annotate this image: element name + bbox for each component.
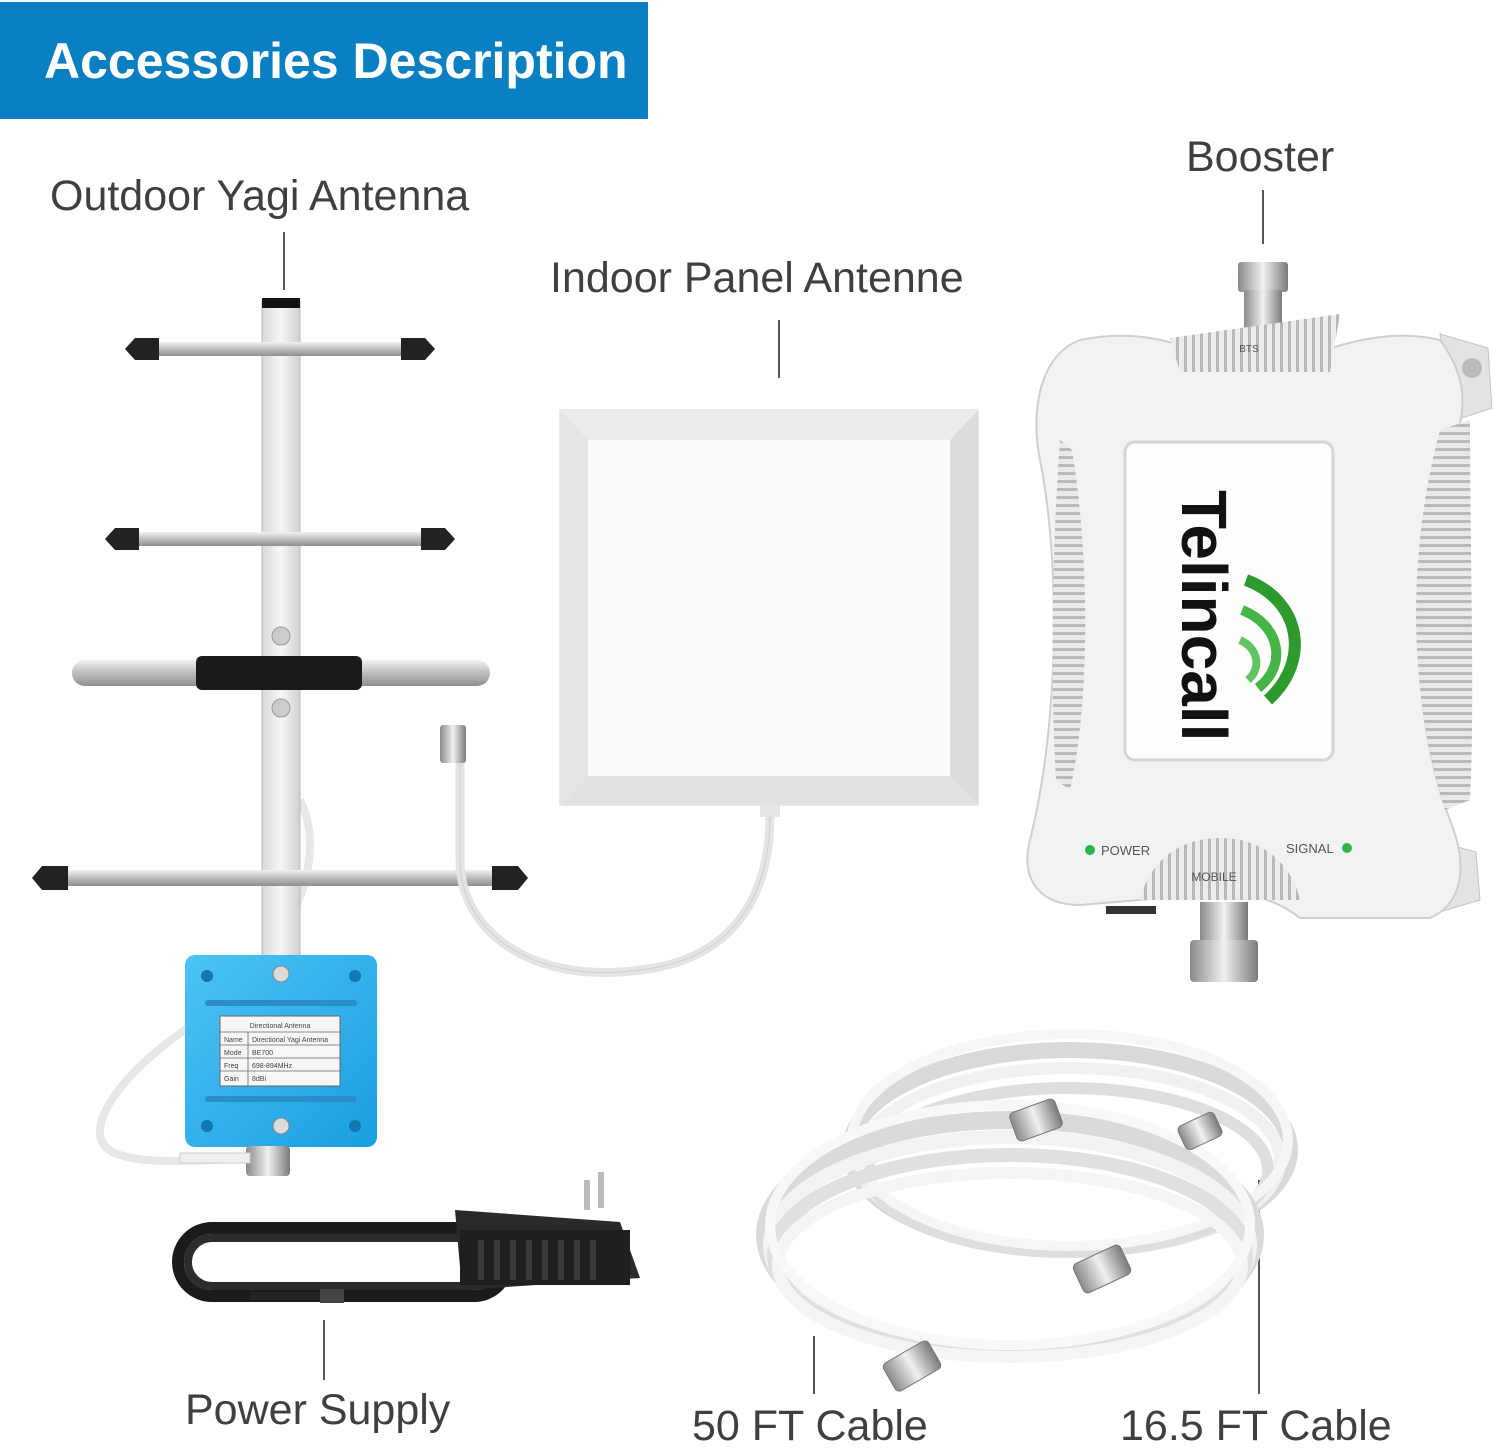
- led-power-label: POWER: [1101, 843, 1150, 858]
- power-adapter-icon: [172, 1172, 640, 1303]
- plate-row-2-value: 698-894MHz: [252, 1063, 293, 1070]
- label-indoor-antenna: Indoor Panel Antenne: [550, 254, 964, 302]
- led-signal-label: SIGNAL: [1286, 841, 1334, 856]
- panel-antenna-icon: [440, 409, 979, 977]
- label-booster: Booster: [1186, 133, 1335, 181]
- label-cable-16: 16.5 FT Cable: [1120, 1402, 1392, 1450]
- header-banner: Accessories Description: [0, 2, 648, 119]
- plate-row-3-value: 8dBi: [252, 1076, 266, 1083]
- plate-row-0-key: Name: [224, 1037, 243, 1044]
- booster-brand-text: Telincall: [1168, 490, 1240, 741]
- plate-row-1-key: Mode: [224, 1050, 242, 1057]
- leader-cable-50: [813, 1336, 815, 1394]
- plate-row-3-key: Gain: [224, 1076, 239, 1083]
- leader-power-supply: [323, 1320, 325, 1380]
- leader-cable-16: [1258, 1180, 1260, 1394]
- leader-booster: [1262, 190, 1264, 244]
- label-power-supply: Power Supply: [185, 1386, 451, 1434]
- leader-outdoor-antenna: [283, 232, 285, 290]
- yagi-antenna-icon: Directional Antenna Name Directional Yag…: [32, 298, 528, 1176]
- label-cable-50: 50 FT Cable: [692, 1402, 928, 1450]
- booster-icon: BTS MOBILE Telincall POWER SIGNAL: [1026, 262, 1493, 982]
- plate-heading: Directional Antenna: [250, 1023, 311, 1030]
- plate-row-1-value: BE700: [252, 1050, 273, 1057]
- port-label-bottom: MOBILE: [1191, 870, 1236, 884]
- plate-row-2-key: Freq: [224, 1063, 239, 1070]
- signal-led: [1342, 843, 1352, 853]
- power-led: [1085, 845, 1095, 855]
- plate-row-0-value: Directional Yagi Antenna: [252, 1037, 328, 1044]
- label-outdoor-antenna: Outdoor Yagi Antenna: [50, 172, 470, 220]
- banner-title: Accessories Description: [44, 32, 628, 89]
- coax-cable-icon: [756, 1029, 1298, 1392]
- port-label-top: BTS: [1239, 344, 1259, 355]
- leader-indoor-antenna: [778, 320, 780, 378]
